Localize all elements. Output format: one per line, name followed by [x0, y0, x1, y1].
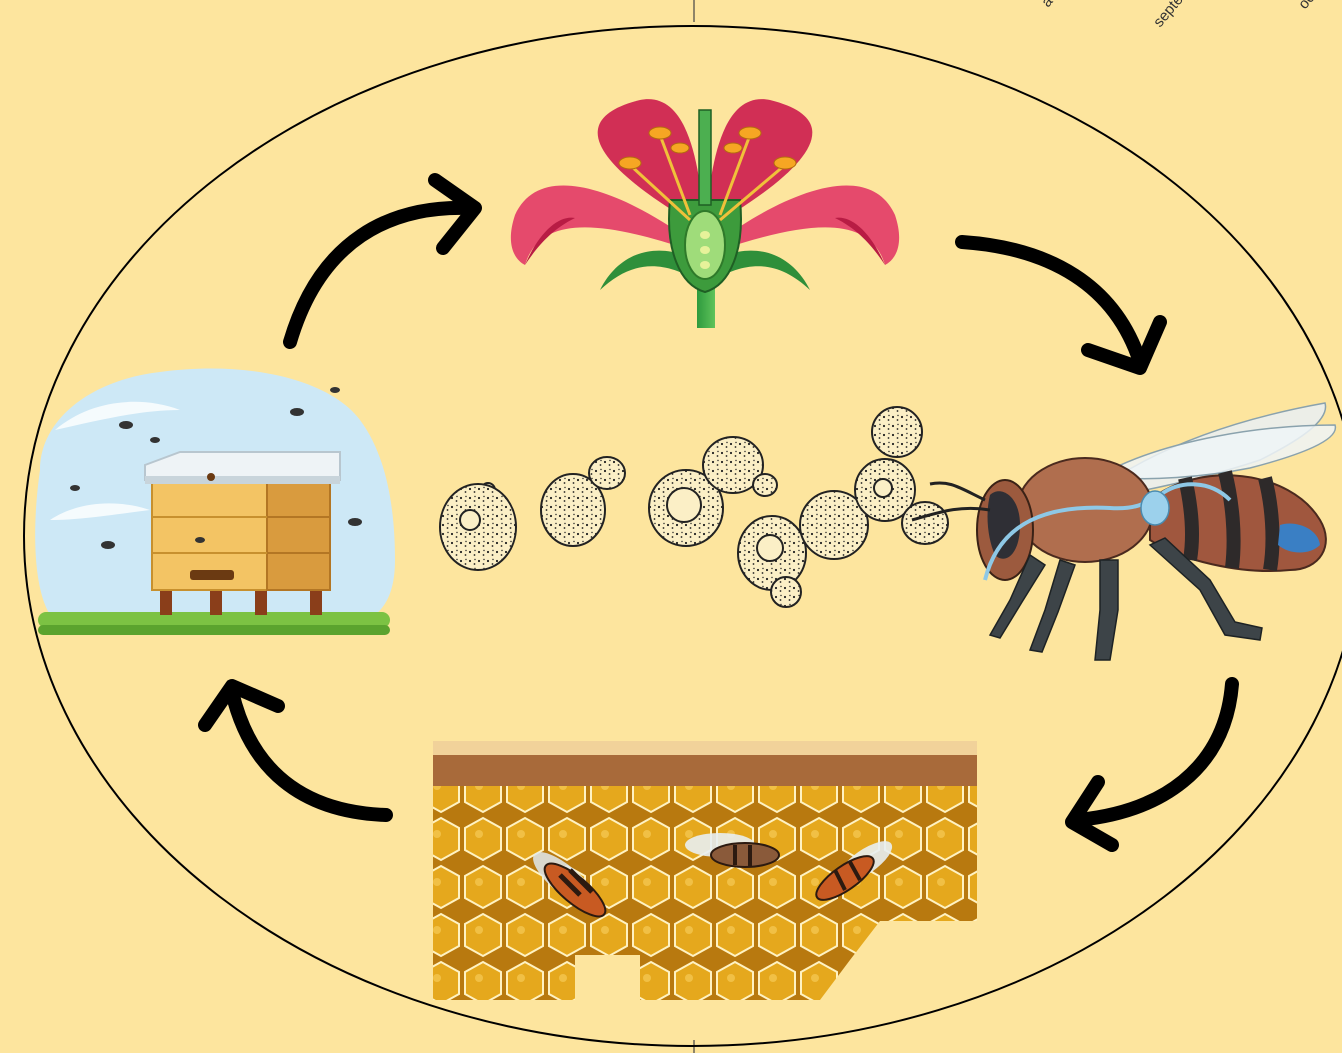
honeycomb-with-bees-icon [433, 741, 977, 1000]
arrow-flower-to-bee [962, 242, 1160, 368]
honeybee-anatomy-icon [912, 403, 1335, 660]
corner-label-1: a [1038, 0, 1057, 11]
yeast-cells-icon [440, 407, 948, 607]
flower-cross-section-icon [511, 99, 899, 328]
arrow-bee-to-honeycomb [1072, 684, 1232, 845]
beehive-icon [35, 369, 395, 635]
arrow-hive-to-flower [290, 180, 475, 342]
corner-label-3: oc [1295, 0, 1319, 13]
arrow-honeycomb-to-hive [205, 686, 386, 815]
corner-label-2: septe [1150, 0, 1187, 31]
